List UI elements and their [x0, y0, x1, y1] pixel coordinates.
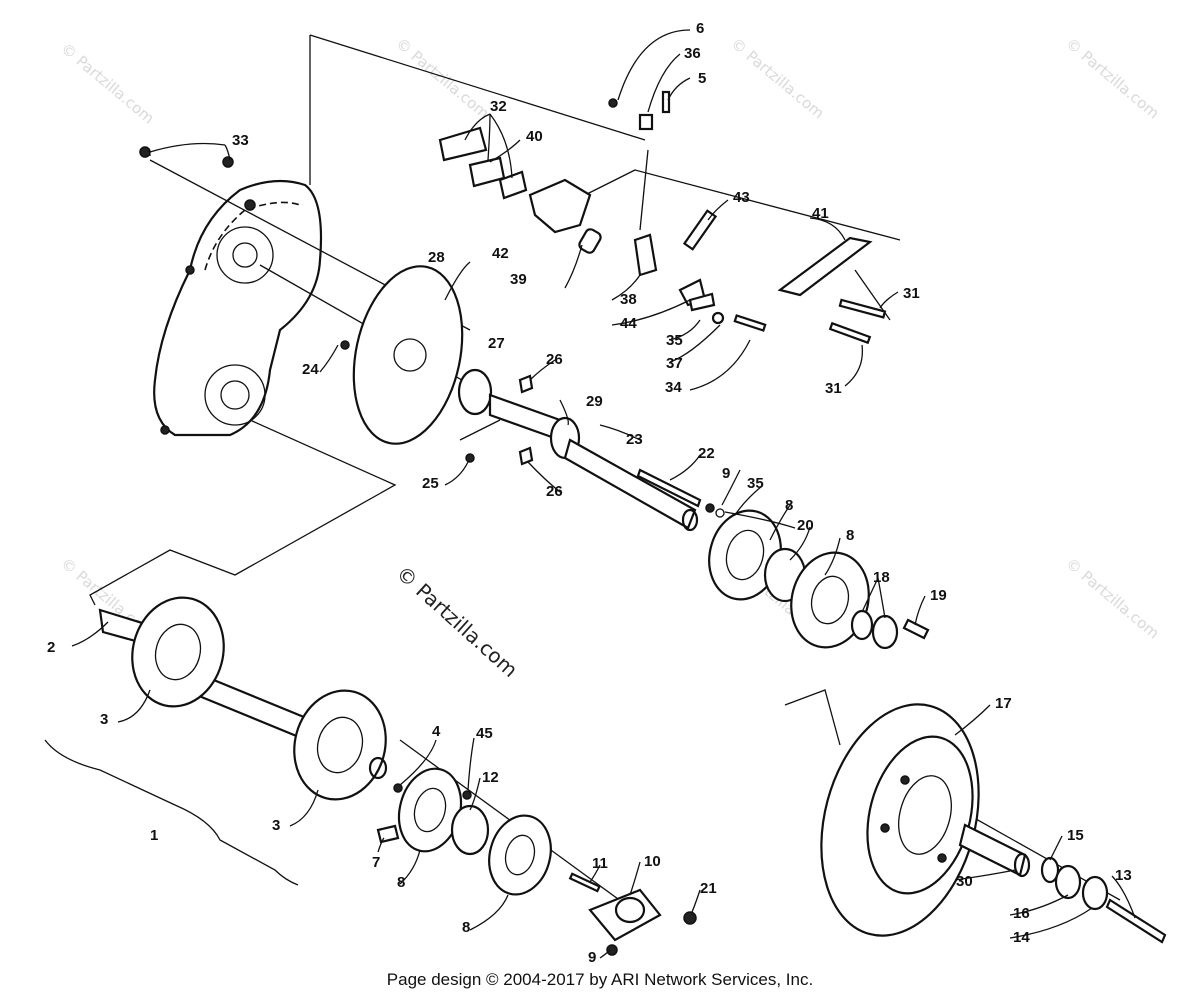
callout-label: 40: [526, 128, 543, 145]
watermark-layer: © Partzilla.com © Partzilla.com © Partzi…: [57, 34, 1162, 642]
callout-label: 14: [1013, 929, 1030, 946]
callout-label: 24: [302, 361, 319, 378]
left-bearing-group: [376, 767, 552, 896]
callout-label: 13: [1115, 867, 1132, 884]
callout-label: 7: [372, 854, 380, 871]
callout-label: 41: [812, 205, 829, 222]
callout-label: 33: [232, 132, 249, 149]
callout-label: 30: [956, 873, 973, 890]
callout-label: 44: [620, 315, 637, 332]
callout-label: 19: [930, 587, 947, 604]
bearing-housing: [568, 872, 697, 956]
callout-label: 27: [488, 335, 505, 352]
callout-label: 35: [666, 332, 683, 349]
callout-label: 25: [422, 475, 439, 492]
brake-disc: [340, 265, 464, 445]
callout-label: 5: [698, 70, 706, 87]
pulley-assembly: [820, 703, 1167, 944]
footer-copyright: Page design © 2004-2017 by ARI Network S…: [386, 970, 814, 989]
callout-label: 35: [747, 475, 764, 492]
watermark-text: © Partzilla.com: [1062, 34, 1162, 122]
callout-label: 31: [825, 380, 842, 397]
callout-label: 20: [797, 517, 814, 534]
callout-label: 16: [1013, 905, 1030, 922]
brake-caliper-assembly: [438, 90, 887, 345]
callout-label: 32: [490, 98, 507, 115]
callout-label: 29: [586, 393, 603, 410]
callout-label: 3: [100, 711, 108, 728]
callout-label: 15: [1067, 827, 1084, 844]
watermark-text: © Partzilla.com: [727, 34, 827, 122]
callout-label: 21: [700, 880, 717, 897]
callout-label: 12: [482, 769, 499, 786]
callout-leaders: [71, 29, 1136, 959]
watermark-text: © Partzilla.com: [57, 39, 157, 127]
callout-label: 42: [492, 245, 509, 262]
callout-label: 9: [722, 465, 730, 482]
callout-label: 17: [995, 695, 1012, 712]
callout-label: 18: [873, 569, 890, 586]
callout-labels: 1 2 3 3 4 5 6 7 8 8 8 8 9 9 10 11 12 13 …: [47, 20, 1132, 966]
callout-label: 39: [510, 271, 527, 288]
callout-label: 22: [698, 445, 715, 462]
jackshaft-assembly: [457, 368, 702, 532]
callout-label: 31: [903, 285, 920, 302]
callout-label: 28: [428, 249, 445, 266]
chaincase-housing: [139, 146, 323, 437]
callout-label: 11: [592, 855, 608, 872]
callout-label: 2: [47, 639, 55, 656]
callout-label: 8: [462, 919, 470, 936]
callout-label: 38: [620, 291, 637, 308]
callout-label: 4: [432, 723, 441, 740]
callout-label: 26: [546, 483, 563, 500]
callout-label: 36: [684, 45, 701, 62]
callout-label: 26: [546, 351, 563, 368]
callout-label: 8: [846, 527, 854, 544]
callout-label: 45: [476, 725, 493, 742]
right-bearing-group: [705, 503, 930, 650]
center-watermark: © Partzilla.com: [392, 561, 523, 682]
drive-axle-assembly: [44, 596, 388, 886]
callout-label: 37: [666, 355, 683, 372]
watermark-text: © Partzilla.com: [1062, 554, 1162, 642]
callout-label: 9: [588, 949, 596, 966]
callout-label: 6: [696, 20, 704, 37]
callout-label: 34: [665, 379, 682, 396]
callout-label: 10: [644, 853, 661, 870]
callout-label: 1: [150, 827, 158, 844]
callout-label: 43: [733, 189, 750, 206]
callout-label: 3: [272, 817, 280, 834]
watermark-text: © Partzilla.com: [392, 34, 492, 122]
